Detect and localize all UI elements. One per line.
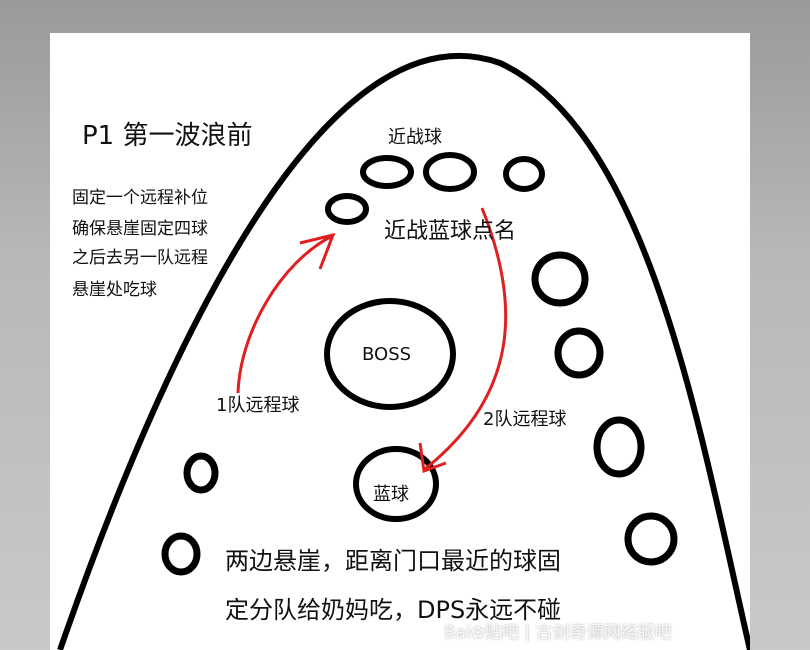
melee-orb <box>503 156 545 192</box>
right-cliff-orb <box>624 512 678 566</box>
melee-orb <box>360 155 414 189</box>
strategy-note: 之后去另一队远程 <box>72 248 208 268</box>
watermark: Bai✿贴吧 | 古剑奇谭网络版吧 <box>444 623 672 643</box>
right-cliff-orb <box>593 416 645 478</box>
boss-circle <box>324 298 456 410</box>
blue-orb-label: 蓝球 <box>373 484 409 505</box>
arena-drawing <box>57 53 750 650</box>
strategy-note: 悬崖处吃球 <box>72 280 157 300</box>
team2-ranged-orb-label: 2队远程球 <box>483 409 567 430</box>
melee-blue-orb-call-label: 近战蓝球点名 <box>384 219 517 244</box>
left-cliff-orb <box>161 532 201 576</box>
team1-ranged-orb-label: 1队远程球 <box>216 395 300 416</box>
bottom-instruction-line: 定分队给奶妈吃，DPS永远不碰 <box>225 596 562 624</box>
bottom-instruction-line: 两边悬崖，距离门口最近的球固 <box>225 547 561 575</box>
watermark-brand: Bai <box>444 623 471 643</box>
paw-icon: ✿ <box>470 623 486 643</box>
team1-arrow <box>236 234 333 394</box>
watermark-forum: 古剑奇谭网络版吧 <box>535 623 672 643</box>
strategy-note: 确保悬崖固定四球 <box>72 219 208 239</box>
left-cliff-orb <box>325 193 369 225</box>
team2-arrowhead <box>418 442 447 474</box>
right-cliff-orb <box>554 327 604 379</box>
watermark-brand-suffix: 贴吧 <box>485 623 520 643</box>
diagram-canvas: P1 第一波浪前 固定一个远程补位 确保悬崖固定四球 之后去另一队远程 悬崖处吃… <box>50 33 750 650</box>
team1-arrowhead <box>299 232 336 270</box>
melee-orb-label: 近战球 <box>388 127 442 148</box>
boss-label: BOSS <box>362 344 412 365</box>
melee-orb <box>423 152 477 192</box>
blue-orb-circle <box>353 446 439 522</box>
left-cliff-orb <box>183 452 219 494</box>
arena-outline <box>57 53 750 650</box>
strategy-note: 固定一个远程补位 <box>72 188 208 208</box>
diagram-title: P1 第一波浪前 <box>82 121 253 151</box>
right-cliff-orb <box>531 251 589 307</box>
team2-arrow <box>424 207 508 471</box>
